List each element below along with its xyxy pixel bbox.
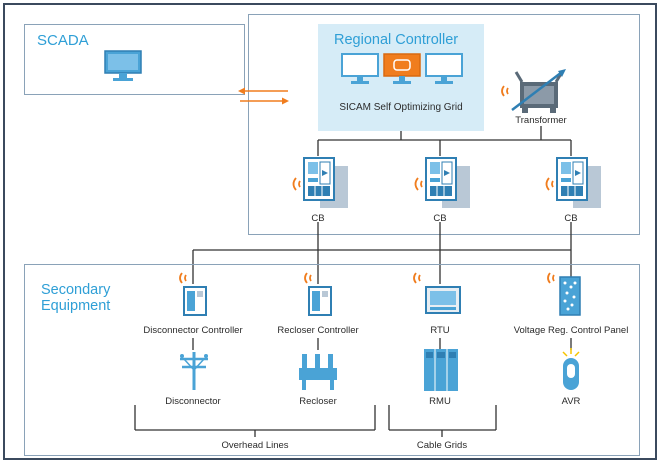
data-exchange-arrows-icon bbox=[238, 87, 289, 105]
recloser-controller-label: Recloser Controller bbox=[277, 325, 359, 336]
regional-controller-title: Regional Controller bbox=[334, 32, 459, 48]
rtu-label: RTU bbox=[430, 325, 450, 336]
scada-box bbox=[24, 24, 245, 95]
disconnector-label: Disconnector bbox=[165, 396, 221, 407]
transformer-icon bbox=[501, 69, 566, 113]
secondary-title-line1: Secondary bbox=[41, 282, 111, 298]
recloser-label: Recloser bbox=[299, 396, 337, 407]
scada-title: SCADA bbox=[37, 32, 89, 49]
transformer-label: Transformer bbox=[515, 115, 567, 126]
cable-grids-label: Cable Grids bbox=[416, 440, 468, 451]
recloser-controller-icon bbox=[304, 272, 332, 316]
cb-label-3: CB bbox=[564, 213, 578, 224]
rmu-label: RMU bbox=[429, 396, 451, 407]
cb-device-icon-3 bbox=[545, 157, 601, 208]
disconnector-controller-label: Disconnector Controller bbox=[143, 325, 243, 336]
outer-frame bbox=[3, 3, 657, 460]
overhead-lines-label: Overhead Lines bbox=[221, 440, 289, 451]
cb-device-icon-2 bbox=[414, 157, 470, 208]
rmu-icon bbox=[424, 349, 458, 391]
disconnector-controller-icon bbox=[179, 272, 207, 316]
cb-label-1: CB bbox=[311, 213, 325, 224]
scada-monitor-icon bbox=[104, 50, 142, 81]
voltage-control-panel-icon bbox=[547, 272, 581, 316]
cb-label-2: CB bbox=[433, 213, 447, 224]
avr-icon bbox=[562, 348, 580, 390]
regional-controller-subtitle: SICAM Self Optimizing Grid bbox=[339, 102, 463, 113]
rtu-icon bbox=[413, 272, 461, 314]
secondary-equipment-box bbox=[24, 264, 640, 456]
secondary-title-line2: Equipment bbox=[41, 298, 111, 314]
voltage-control-panel-label: Voltage Reg. Control Panel bbox=[513, 325, 629, 336]
avr-label: AVR bbox=[561, 396, 581, 407]
regional-monitors-icon bbox=[341, 53, 463, 84]
recloser-icon bbox=[299, 354, 337, 390]
disconnector-pole-icon bbox=[180, 352, 208, 390]
cb-device-icon-1 bbox=[292, 157, 348, 208]
